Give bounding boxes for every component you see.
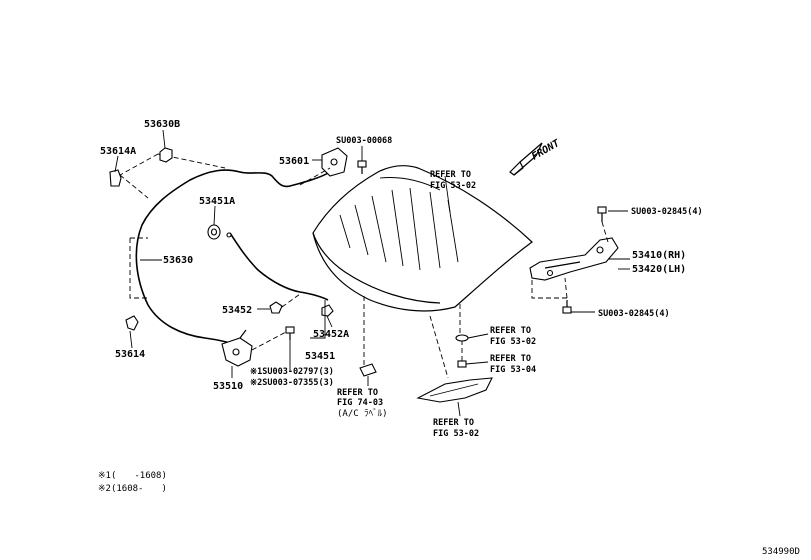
hinge-bolt-top-guide (601, 221, 609, 243)
label-53614A: 53614A (100, 146, 136, 157)
clip-53452[interactable] (269, 301, 283, 314)
grommet-leader (213, 205, 216, 226)
lock-support-53601[interactable] (321, 147, 348, 177)
ref-b-line2: FIG 53-04 (490, 365, 536, 375)
ref-c-line2: FIG 74-03 (337, 398, 383, 408)
label-53601: 53601 (279, 156, 309, 167)
footnote-2: ※2(1608- ) (98, 484, 167, 494)
hood-lock-guide (251, 331, 287, 351)
hood-hinge[interactable] (529, 237, 619, 281)
clip-53630B-leader (162, 129, 166, 149)
ac-label-sticker[interactable] (359, 363, 377, 377)
ref-hood-line1: REFER TO (430, 170, 471, 180)
hinge-bolt-top[interactable] (597, 206, 607, 222)
cable-end-ball (226, 232, 232, 238)
hood-panel[interactable] (312, 165, 533, 312)
hood-insulator[interactable] (416, 377, 493, 403)
label-su003-02845-top: SU003-02845(4) (631, 207, 703, 217)
label-53630B: 53630B (144, 119, 180, 130)
label-53451A: 53451A (199, 196, 235, 207)
ref-c-line3: (A/C ﾗﾍﾞﾙ) (337, 408, 388, 419)
label-su003-00068: SU003-00068 (336, 136, 392, 146)
label-su003-07355: ※2SU003-07355(3) (250, 378, 334, 388)
clamp-53614-leader (129, 330, 133, 349)
label-su003-02845-bottom: SU003-02845(4) (598, 309, 670, 319)
hood-lock-53510[interactable] (221, 329, 253, 367)
cable-guide-box (119, 153, 226, 299)
hood-label-leader (444, 175, 451, 213)
clamp-53614A-leader (114, 155, 119, 173)
hinge-bolt-bottom-guide-2 (531, 280, 567, 299)
ref-a-line2: FIG 53-02 (490, 337, 536, 347)
label-53410: 53410(RH) (632, 250, 686, 261)
clamp-53614[interactable] (125, 315, 139, 331)
lock-support-guide (299, 167, 331, 186)
diagram-id: 534990D (762, 547, 800, 557)
front-label: FRONT (530, 138, 562, 163)
label-53630: 53630 (163, 255, 193, 266)
ref-hood-line2: FIG 53-02 (430, 181, 476, 191)
ref-d-line2: FIG 53-02 (433, 429, 479, 439)
release-cable[interactable] (135, 169, 331, 348)
hinge-bolt-bottom-guide (564, 277, 568, 299)
hood-cushion[interactable] (455, 334, 469, 342)
label-53420: 53420(LH) (632, 264, 686, 275)
label-53452A: 53452A (313, 329, 349, 340)
front-arrow-icon (509, 142, 543, 176)
grommet-53451A[interactable] (207, 224, 221, 240)
hinge-bolt-bottom[interactable] (562, 300, 572, 314)
clamp-53614A[interactable] (109, 169, 122, 187)
hood-insulator-leader (457, 401, 461, 417)
hood-cushion-leader (467, 333, 489, 339)
label-53510: 53510 (213, 381, 243, 392)
label-su003-02797: ※1SU003-02797(3) (250, 367, 334, 377)
label-53614: 53614 (115, 349, 145, 360)
ref-c-line1: REFER TO (337, 388, 378, 398)
ref-d-line1: REFER TO (433, 418, 474, 428)
clip-53452-guide (281, 293, 301, 308)
clip-53630B[interactable] (159, 147, 173, 163)
footnote-1: ※1( -1608) (98, 471, 167, 481)
label-53451: 53451 (305, 351, 335, 362)
ref-b-line1: REFER TO (490, 354, 531, 364)
hood-guide-insulator (429, 315, 449, 379)
hood-stopper-leader (465, 361, 489, 365)
bolt-02797[interactable] (285, 326, 295, 340)
release-cable-inner[interactable] (229, 232, 329, 301)
clip-53452A[interactable] (321, 304, 334, 317)
ref-a-line1: REFER TO (490, 326, 531, 336)
bolt-00068[interactable] (357, 160, 367, 174)
clip-53452A-leader (326, 315, 333, 328)
label-53452: 53452 (222, 305, 252, 316)
bracket-53451 (310, 300, 326, 339)
hood-stopper[interactable] (457, 360, 467, 368)
